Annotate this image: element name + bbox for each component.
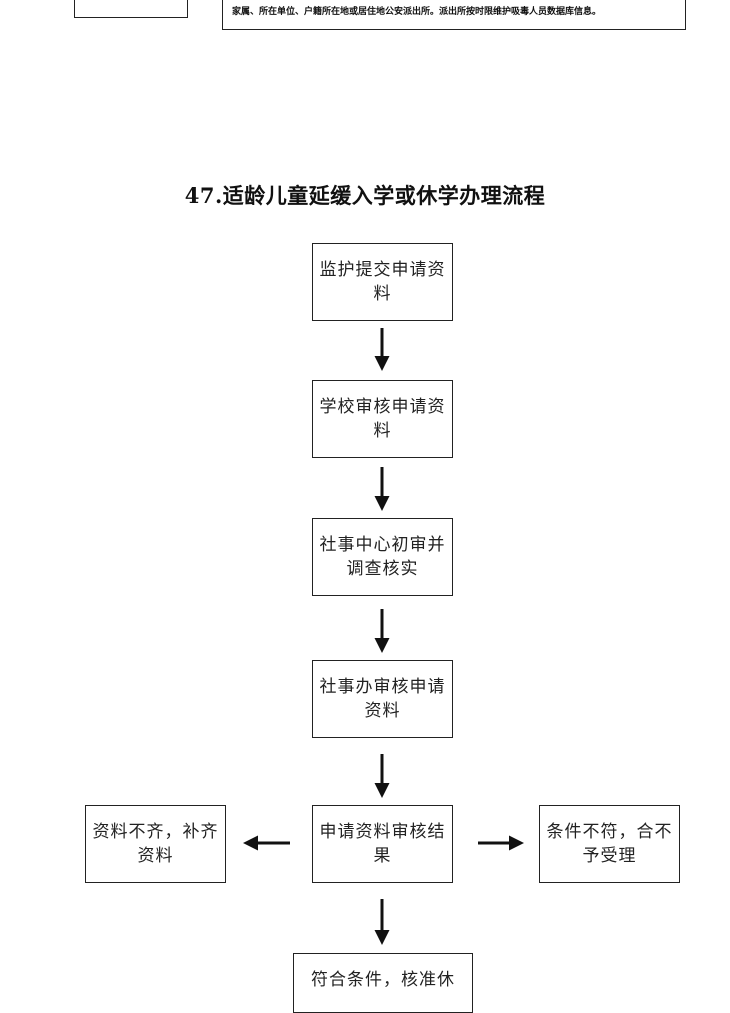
flow-step-school-review-label: 学校审核申请资料 xyxy=(319,397,446,441)
flow-branch-rejected-label: 条件不符，合不予受理 xyxy=(546,822,673,866)
flow-step-submit: 监护提交申请资料 xyxy=(312,243,453,321)
flow-step-school-review: 学校审核申请资料 xyxy=(312,380,453,458)
flow-step-review-result-label: 申请资料审核结果 xyxy=(319,822,446,866)
flow-step-office-review-label: 社事办审核申请资料 xyxy=(319,677,446,721)
flow-step-approved-label: 符合条件，核准休 xyxy=(311,970,455,990)
previous-page-note: 家属、所在单位、户籍所在地或居住地公安派出所。派出所按时限维护吸毒人员数据库信息… xyxy=(232,7,602,17)
flow-step-submit-label: 监护提交申请资料 xyxy=(319,260,446,304)
flow-branch-incomplete: 资料不齐，补齐资料 xyxy=(85,805,226,883)
flow-step-center-verify-label: 社事中心初审并调查核实 xyxy=(319,535,446,579)
previous-page-note-box xyxy=(222,0,686,30)
flow-step-review-result: 申请资料审核结果 xyxy=(312,805,453,883)
flow-branch-incomplete-label: 资料不齐，补齐资料 xyxy=(92,822,219,866)
previous-page-left-box xyxy=(74,0,188,18)
flow-branch-rejected: 条件不符，合不予受理 xyxy=(539,805,680,883)
flow-arrows xyxy=(243,328,524,945)
page-title: 47.适龄儿童延缓入学或休学办理流程 xyxy=(184,183,546,208)
flow-step-center-verify: 社事中心初审并调查核实 xyxy=(312,518,453,596)
flow-step-office-review: 社事办审核申请资料 xyxy=(312,660,453,738)
